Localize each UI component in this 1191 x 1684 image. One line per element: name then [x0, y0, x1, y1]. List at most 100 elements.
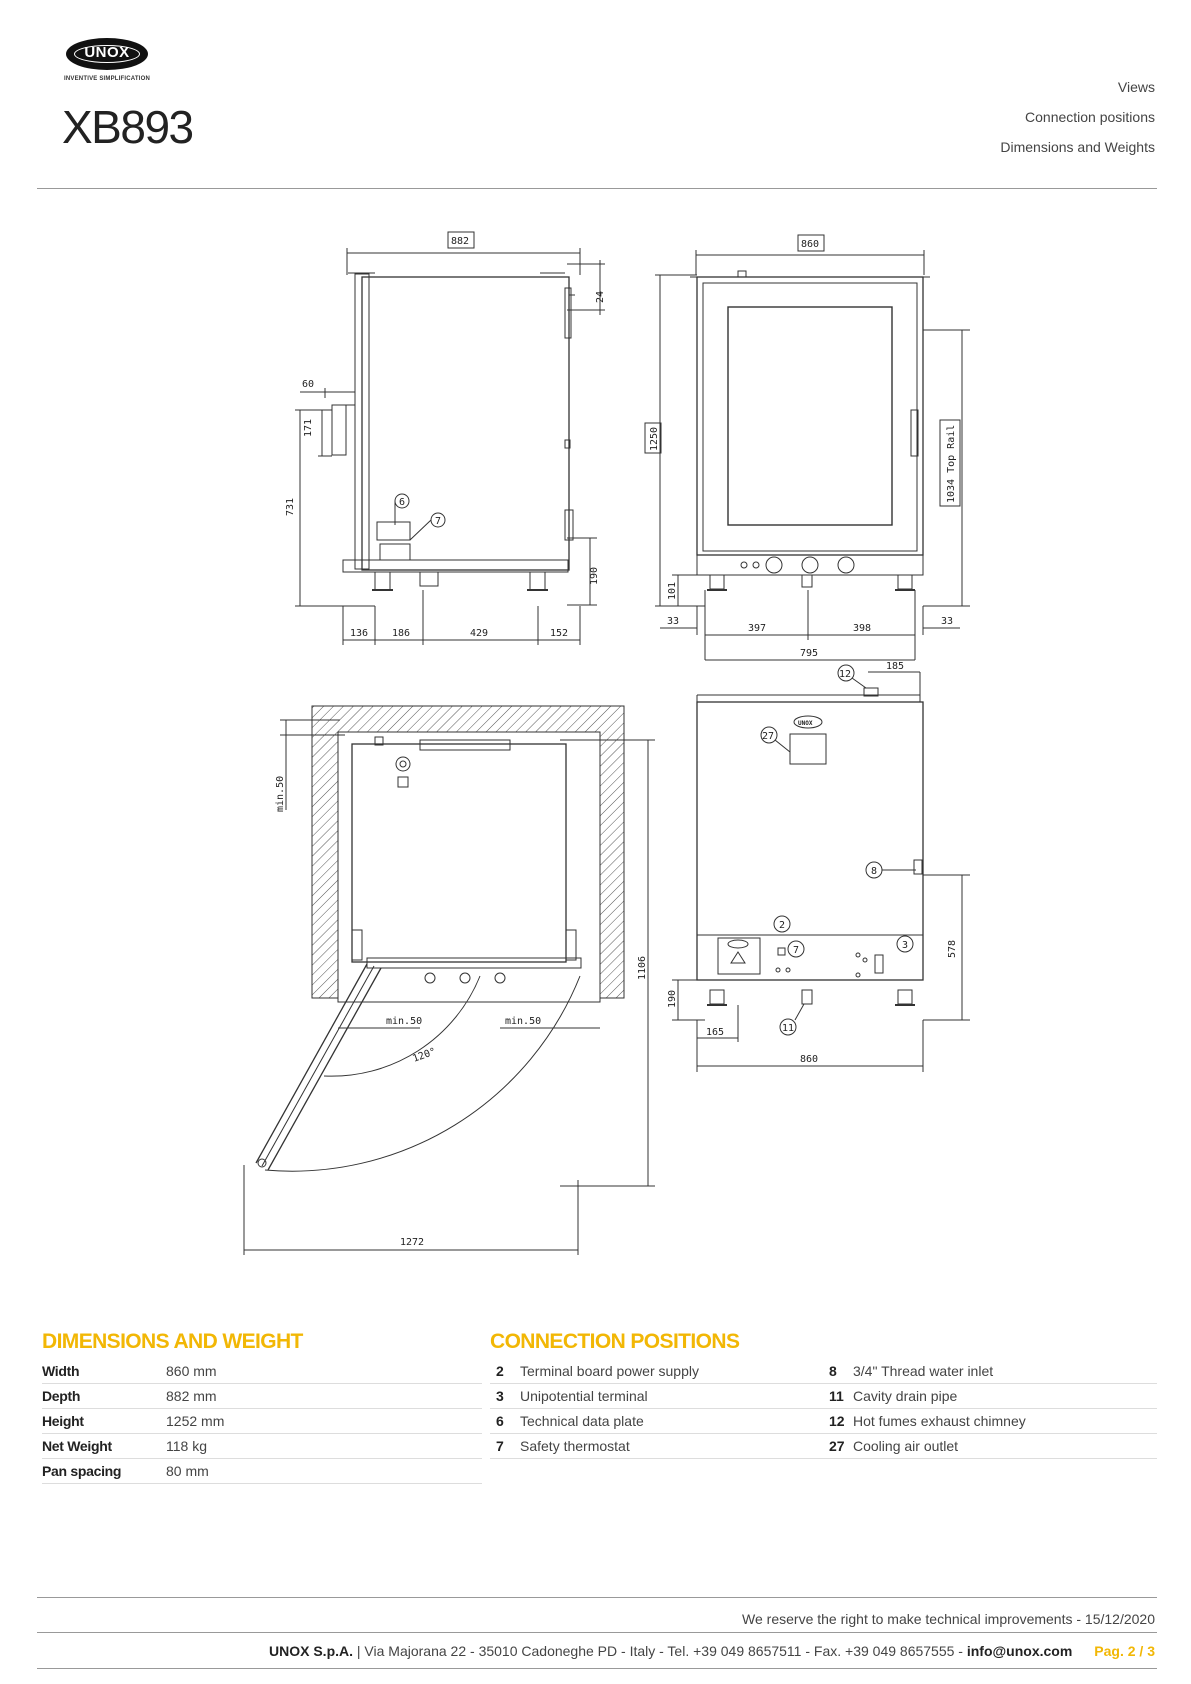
- toc-item-connection-positions: Connection positions: [1025, 109, 1155, 125]
- dim-side-60: 60: [302, 379, 314, 390]
- dim-rear-578: 578: [947, 940, 958, 958]
- rear-badge: UNOX: [798, 720, 813, 727]
- footer-address: UNOX S.p.A. | Via Majorana 22 - 35010 Ca…: [269, 1643, 1155, 1659]
- unox-logo: UNOX INVENTIVE SIMPLIFICATION: [64, 36, 154, 84]
- callout-3: 3: [902, 940, 908, 951]
- connection-row: 27 Cooling air outlet: [823, 1434, 1157, 1459]
- dimension-value: 118 kg: [166, 1438, 207, 1454]
- dimension-row: Pan spacing 80 mm: [42, 1459, 482, 1484]
- dim-front-33-right: 33: [941, 616, 953, 627]
- dim-front-height: 1250: [649, 427, 660, 451]
- footer-email-link[interactable]: info@unox.com: [966, 1643, 1073, 1659]
- toc-item-dimensions: Dimensions and Weights: [1000, 139, 1155, 155]
- connection-description: Terminal board power supply: [520, 1363, 699, 1379]
- dim-top-min50-top: min.50: [275, 776, 286, 812]
- callout-6: 6: [399, 497, 405, 508]
- dim-front-toprail: 1034 Top Rail: [946, 425, 957, 503]
- connection-number: 11: [829, 1388, 844, 1404]
- dim-rear-165: 165: [706, 1027, 724, 1038]
- dimension-label: Height: [42, 1413, 84, 1429]
- footer-note: We reserve the right to make technical i…: [742, 1611, 1155, 1627]
- callout-2: 2: [779, 920, 785, 931]
- connection-number: 12: [829, 1413, 845, 1429]
- dimension-value: 882 mm: [166, 1388, 217, 1404]
- connection-number: 3: [496, 1388, 504, 1404]
- connections-title: CONNECTION POSITIONS: [490, 1330, 740, 1353]
- dimensions-table: Width 860 mm Depth 882 mm Height 1252 mm Net W…: [42, 1359, 482, 1484]
- dimension-label: Net Weight: [42, 1438, 112, 1454]
- connection-number: 27: [829, 1438, 845, 1454]
- connection-row: 6 Technical data plate: [490, 1409, 824, 1434]
- footer-address-text: | Via Majorana 22 - 35010 Cadoneghe PD -…: [353, 1643, 967, 1659]
- side-view: 882 6 7 24 190 60: [285, 231, 606, 645]
- dim-side-186: 186: [392, 628, 410, 639]
- dim-side-136: 136: [350, 628, 368, 639]
- callout-11: 11: [782, 1023, 794, 1034]
- dimension-row: Width 860 mm: [42, 1359, 482, 1384]
- dim-side-731: 731: [285, 498, 296, 516]
- dim-top-angle: 120°: [411, 1046, 437, 1065]
- connection-row: 3 Unipotential terminal: [490, 1384, 824, 1409]
- dim-top-min50-right: min.50: [505, 1016, 541, 1027]
- dimension-row: Net Weight 118 kg: [42, 1434, 482, 1459]
- callout-7: 7: [435, 516, 441, 527]
- connection-row: 8 3/4" Thread water inlet: [823, 1359, 1157, 1384]
- logo-text: UNOX: [84, 44, 130, 61]
- dim-front-795: 795: [800, 648, 818, 659]
- connection-row: 11 Cavity drain pipe: [823, 1384, 1157, 1409]
- dimension-label: Pan spacing: [42, 1463, 122, 1479]
- dim-top-span: 1272: [400, 1237, 424, 1248]
- dimensions-title: DIMENSIONS AND WEIGHT: [42, 1330, 303, 1353]
- dim-front-101: 101: [667, 582, 678, 600]
- dim-top-min50-left: min.50: [386, 1016, 422, 1027]
- page-number: Pag. 2 / 3: [1094, 1643, 1155, 1659]
- toc: Views Connection positions Dimensions an…: [1000, 72, 1155, 162]
- dim-side-171: 171: [303, 419, 314, 437]
- rear-view: 185 12 UNOX 27 8 2 7 3 11 578 190: [667, 661, 970, 1072]
- connection-row: 12 Hot fumes exhaust chimney: [823, 1409, 1157, 1434]
- callout-7-rear: 7: [793, 945, 799, 956]
- header-divider: [37, 188, 1157, 189]
- connections-table-left: 2 Terminal board power supply 3 Unipotentia…: [490, 1359, 824, 1459]
- connection-description: 3/4" Thread water inlet: [853, 1363, 994, 1379]
- connection-description: Cavity drain pipe: [853, 1388, 958, 1404]
- connection-description: Cooling air outlet: [853, 1438, 959, 1454]
- dimension-value: 80 mm: [166, 1463, 209, 1479]
- callout-27: 27: [762, 731, 774, 742]
- connection-number: 8: [829, 1363, 837, 1379]
- dim-side-top: 24: [595, 291, 606, 303]
- dim-side-429: 429: [470, 628, 488, 639]
- connection-row: 7 Safety thermostat: [490, 1434, 824, 1459]
- dimension-label: Width: [42, 1363, 80, 1379]
- dim-front-width: 860: [801, 239, 819, 250]
- callout-8: 8: [871, 866, 877, 877]
- connection-number: 7: [496, 1438, 504, 1454]
- technical-drawings: 882 6 7 24 190 60: [243, 231, 970, 1255]
- toc-item-views: Views: [1117, 79, 1155, 95]
- dim-rear-190: 190: [667, 990, 678, 1008]
- connection-description: Safety thermostat: [520, 1438, 630, 1454]
- dim-front-33-left: 33: [667, 616, 679, 627]
- dim-top-depth: 1106: [637, 956, 648, 980]
- connection-description: Technical data plate: [520, 1413, 644, 1429]
- connection-number: 6: [496, 1413, 504, 1429]
- connection-number: 2: [496, 1363, 504, 1379]
- footer-company: UNOX S.p.A.: [269, 1643, 354, 1659]
- connection-description: Unipotential terminal: [520, 1388, 648, 1404]
- dimension-value: 1252 mm: [166, 1413, 225, 1429]
- logo-tagline: INVENTIVE SIMPLIFICATION: [64, 76, 151, 82]
- dim-rear-185: 185: [886, 661, 904, 672]
- dim-front-397: 397: [748, 623, 766, 634]
- dimension-value: 860 mm: [166, 1363, 217, 1379]
- connection-row: 2 Terminal board power supply: [490, 1359, 824, 1384]
- dim-side-190: 190: [589, 567, 600, 585]
- dim-side-152: 152: [550, 628, 568, 639]
- callout-12: 12: [839, 669, 851, 680]
- dimension-row: Height 1252 mm: [42, 1409, 482, 1434]
- dim-side-width: 882: [451, 236, 469, 247]
- front-view: 860 1250 101 1034 Top Rail 33: [644, 234, 970, 661]
- dim-rear-width: 860: [800, 1054, 818, 1065]
- footer-divider-mid: [37, 1632, 1157, 1633]
- connection-description: Hot fumes exhaust chimney: [853, 1413, 1026, 1429]
- dimension-label: Depth: [42, 1388, 81, 1404]
